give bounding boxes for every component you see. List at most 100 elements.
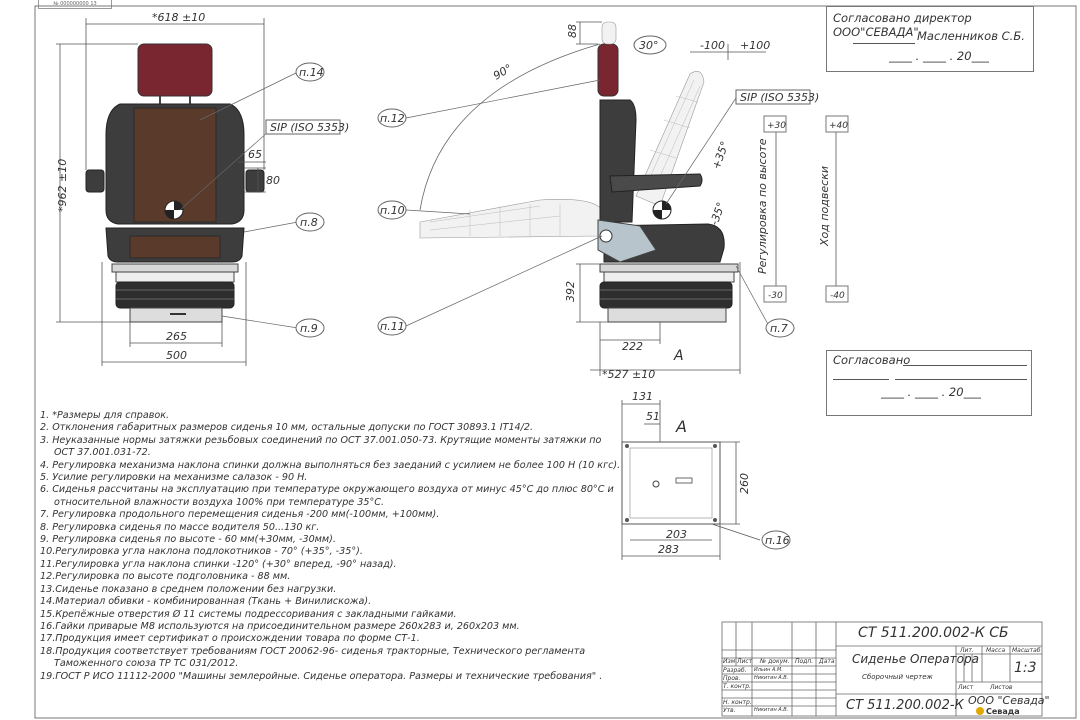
front-armrest-left (85, 169, 105, 193)
armrest-angle-up-label: +35° (710, 140, 732, 171)
front-backrest-fabric (133, 107, 217, 223)
note-item: 10.Регулировка угла наклона подлокотнико… (40, 546, 363, 558)
note-item: 8. Регулировка сиденья по массе водителя… (40, 521, 320, 533)
height-adjust-plus-box (763, 115, 787, 133)
side-forward-backrest-ghost (635, 71, 705, 207)
col-izm: Изм (723, 658, 736, 665)
side-reclined-backrest-ghost (419, 199, 605, 239)
corner-code: № 000000000 13 (38, 0, 112, 9)
view-a-dim-131: 131 (632, 390, 653, 403)
note-item: 4. Регулировка механизма наклона спинки … (40, 459, 621, 471)
mass-label: Масса (986, 647, 1006, 654)
sheets-label: Листов (990, 684, 1013, 691)
overall-width-label: 500 (166, 349, 187, 362)
view-marker-a: A (673, 348, 684, 364)
col-doc: № докум. (760, 658, 790, 665)
front-width-label: *618 ±10 (152, 11, 205, 24)
note-item: 6. Сиденья рассчитаны на эксплуатацию пр… (40, 484, 614, 496)
callout-p16 (761, 530, 791, 550)
suspension-minus-box (825, 285, 849, 303)
note-item: Таможенного союза ТР ТС 031/2012. (54, 658, 239, 670)
col-list: Лист (737, 658, 753, 665)
approval-bottom-line1: Согласовано (833, 353, 911, 367)
note-item: 16.Гайки приварые М8 используются на при… (40, 620, 520, 632)
height-adjust-minus-box (763, 285, 787, 303)
callout-p8 (295, 212, 325, 232)
title-block (721, 621, 1043, 717)
designation-top: СТ 511.200.002-К СБ (858, 625, 1009, 641)
fore-aft-minus-label: -100 (700, 39, 725, 52)
fore-aft-plus-label: +100 (740, 39, 770, 52)
note-item: 11.Регулировка угла наклона спинки -120°… (40, 558, 397, 570)
sheet-frame (34, 5, 1077, 719)
sheet-label: Лист (958, 684, 974, 691)
armrest-dim-80: 80 (266, 174, 280, 187)
side-base-plate (607, 307, 727, 323)
scale-value: 1:3 (1014, 660, 1037, 676)
side-suspension-bellows (599, 281, 733, 309)
logo-icon (976, 707, 984, 715)
callout-p7 (765, 318, 795, 338)
suspension-plus-text: +40 (829, 121, 848, 131)
side-sip-box (735, 89, 811, 105)
armrest-dim-65: 65 (248, 148, 262, 161)
note-item: 1. *Размеры для справок. (40, 410, 170, 421)
product-name: Сиденье Оператора (852, 652, 979, 666)
front-view: *618 ±10 *962 ±10 65 80 265 500 п.14 п.8… (56, 11, 349, 366)
approval-bottom-line-b (833, 379, 889, 380)
suspension-plus-box (825, 115, 849, 133)
note-item: ОСТ 37.001.031-72. (54, 447, 151, 459)
note-item: 9. Регулировка сиденья по высоте - 60 мм… (40, 534, 336, 546)
callout-p9 (295, 318, 325, 338)
side-view-labels: 88 90° -100 +100 +35° -35° 392 222 *527 … (491, 24, 831, 381)
company-name: ООО "Севада" (968, 694, 1050, 707)
note-item: 7. Регулировка продольного перемещения с… (40, 509, 440, 521)
front-height-label: *962 ±10 (56, 159, 69, 212)
note-item: 5. Усилие регулировки на механизме салаз… (40, 472, 308, 484)
callout-p8-text: п.8 (300, 216, 318, 229)
base-width-label: 265 (166, 330, 187, 343)
suspension-minus-text: -40 (830, 291, 845, 301)
callout-p10-text: п.10 (380, 204, 405, 217)
view-a-dim-203: 203 (666, 528, 687, 541)
approval-block-top: Согласовано директор ООО"СЕВАДА" Масленн… (826, 6, 1034, 72)
view-a-base-plate (621, 441, 721, 525)
callout-p11-text: п.11 (380, 320, 405, 333)
company-logo: Севада (976, 707, 1020, 716)
headrest-angle-bubble (633, 35, 667, 55)
front-suspension-bellows (115, 281, 235, 309)
callout-p14-text: п.14 (299, 66, 324, 79)
front-sip-box (265, 119, 341, 135)
approval-block-bottom: Согласовано ____ . ____ . 20___ (826, 350, 1032, 416)
col-date: Дата (819, 658, 835, 665)
headrest-travel-label: 88 (566, 24, 579, 38)
front-armrest-right (245, 169, 265, 193)
callout-p11 (377, 316, 407, 336)
name-razrab: Ильин А.М. (754, 667, 783, 673)
note-item: 13.Сиденье показано в среднем положении … (40, 583, 337, 595)
row-prov: Пров. (723, 675, 741, 682)
callout-p12-text: п.12 (380, 112, 405, 125)
callout-p16-text: п.16 (765, 534, 790, 547)
doc-type: Сборочный чертеж (862, 673, 933, 681)
approval-bottom-line-a (903, 365, 1027, 366)
side-backrest (599, 99, 637, 223)
callout-p9-text: п.9 (300, 322, 318, 335)
approval-bottom-line-c (895, 379, 1027, 380)
side-headrest (597, 43, 619, 97)
headrest-angle-text: 30° (639, 39, 659, 52)
lit-label: Лит. (960, 647, 974, 654)
view-a-title: A (675, 417, 687, 436)
note-item: 3. Неуказанные нормы затяжки резьбовых с… (40, 434, 602, 446)
logo-text: Севада (986, 707, 1020, 716)
side-sip-text: SIP (ISO 5353) (740, 91, 819, 104)
technical-notes: 1. *Размеры для справок.2. Отклонения га… (40, 410, 621, 683)
row-nkontr: Н. контр. (723, 699, 752, 706)
approval-top-line3: ____ . ____ . 20___ (889, 49, 989, 63)
front-headrest (137, 43, 213, 97)
approval-top-line2: Масленников С.Б. (917, 29, 1025, 43)
callout-p14 (295, 62, 325, 82)
row-razrab: Разраб. (723, 667, 747, 674)
